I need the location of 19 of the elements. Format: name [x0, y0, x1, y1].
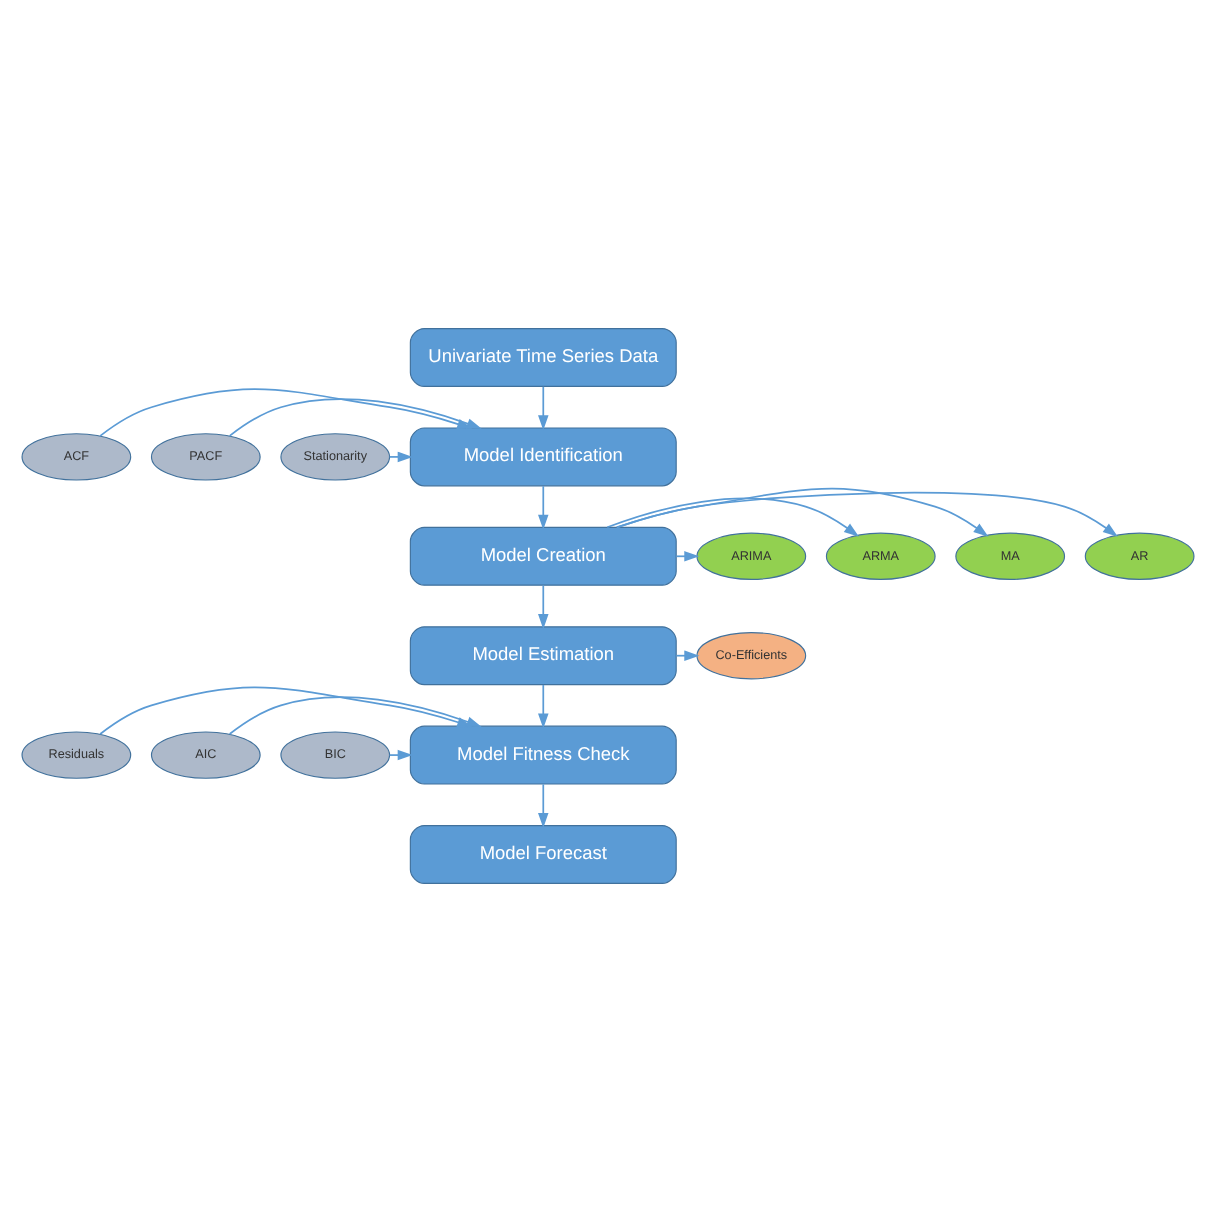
node-box: Model Identification [409, 427, 677, 487]
arrow [228, 696, 482, 735]
node-box: Model Forecast [409, 825, 677, 884]
arrow [675, 650, 700, 661]
node-box: Model Estimation [409, 626, 677, 686]
arrow [538, 684, 549, 729]
arrow [388, 451, 413, 463]
node-box: Model Fitness Check [409, 725, 677, 785]
arrow [606, 497, 859, 537]
arrow [538, 485, 549, 530]
arrow [675, 551, 700, 562]
arrow [538, 385, 549, 431]
arrow [538, 783, 549, 828]
arrow [228, 398, 482, 437]
arrow [615, 487, 989, 537]
node-box: Univariate Time Series Data [409, 328, 677, 387]
node-box: Model Creation [409, 526, 677, 586]
arrow [388, 749, 413, 761]
arrow [538, 584, 549, 630]
